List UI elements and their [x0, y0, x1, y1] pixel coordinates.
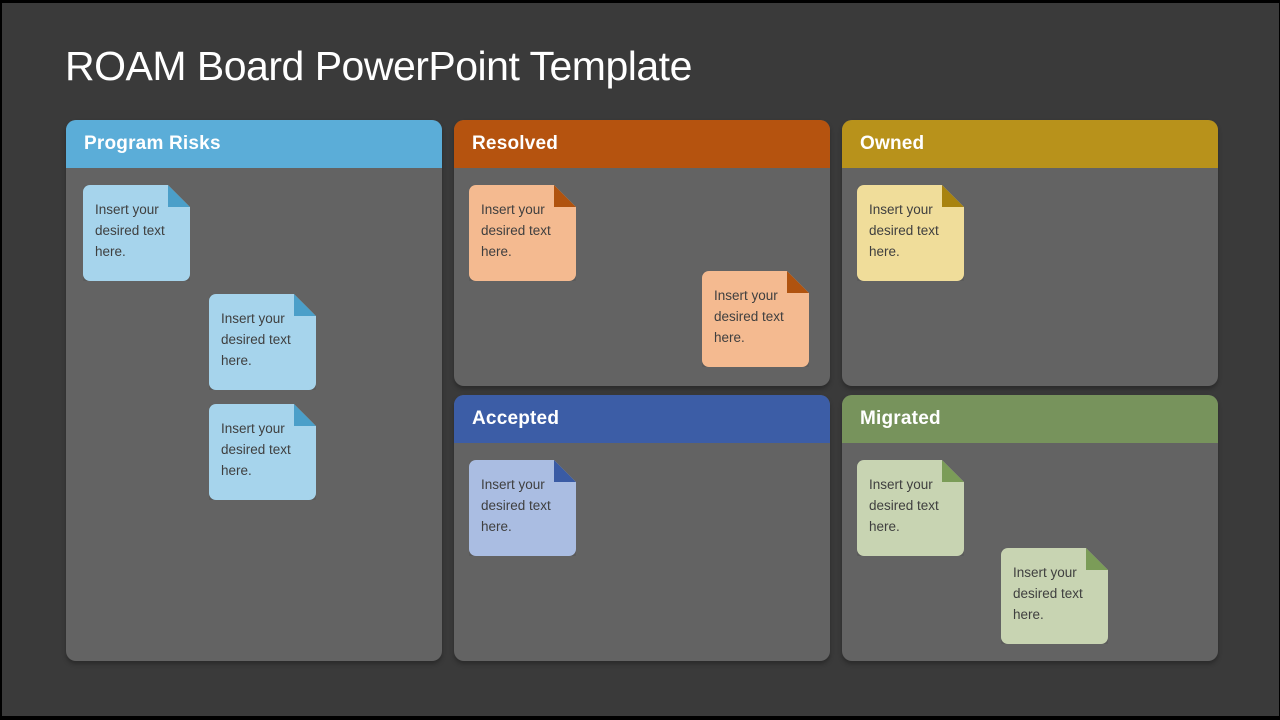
- note-text: Insert your desired text here.: [481, 477, 551, 534]
- panel-body-resolved: Insert your desired text here. Insert yo…: [454, 168, 830, 386]
- sticky-note[interactable]: Insert your desired text here.: [83, 185, 190, 281]
- sticky-note[interactable]: Insert your desired text here.: [702, 271, 809, 367]
- note-text: Insert your desired text here.: [869, 202, 939, 259]
- folded-corner-icon: [168, 185, 190, 207]
- note-text: Insert your desired text here.: [95, 202, 165, 259]
- sticky-note[interactable]: Insert your desired text here.: [857, 460, 964, 556]
- panel-accepted: Accepted Insert your desired text here.: [454, 395, 830, 661]
- folded-corner-icon: [942, 185, 964, 207]
- folded-corner-icon: [942, 460, 964, 482]
- note-text: Insert your desired text here.: [869, 477, 939, 534]
- sticky-note[interactable]: Insert your desired text here.: [1001, 548, 1108, 644]
- note-text: Insert your desired text here.: [221, 421, 291, 478]
- folded-corner-icon: [554, 185, 576, 207]
- panel-title: Owned: [860, 133, 925, 154]
- panel-owned: Owned Insert your desired text here.: [842, 120, 1218, 386]
- panel-title: Migrated: [860, 408, 941, 429]
- note-text: Insert your desired text here.: [221, 311, 291, 368]
- note-text: Insert your desired text here.: [714, 288, 784, 345]
- panel-resolved: Resolved Insert your desired text here. …: [454, 120, 830, 386]
- panel-body-accepted: Insert your desired text here.: [454, 443, 830, 661]
- panel-body-owned: Insert your desired text here.: [842, 168, 1218, 386]
- sticky-note[interactable]: Insert your desired text here.: [469, 460, 576, 556]
- panel-program-risks: Program Risks Insert your desired text h…: [66, 120, 442, 661]
- note-text: Insert your desired text here.: [1013, 565, 1083, 622]
- panel-header-program-risks: Program Risks: [66, 120, 442, 168]
- folded-corner-icon: [554, 460, 576, 482]
- note-text: Insert your desired text here.: [481, 202, 551, 259]
- panel-header-owned: Owned: [842, 120, 1218, 168]
- slide-title: ROAM Board PowerPoint Template: [65, 43, 692, 89]
- sticky-note[interactable]: Insert your desired text here.: [469, 185, 576, 281]
- folded-corner-icon: [787, 271, 809, 293]
- panel-body-migrated: Insert your desired text here. Insert yo…: [842, 443, 1218, 661]
- panel-title: Resolved: [472, 133, 559, 154]
- panel-title: Program Risks: [84, 133, 221, 154]
- sticky-note[interactable]: Insert your desired text here.: [209, 404, 316, 500]
- folded-corner-icon: [294, 294, 316, 316]
- slide-canvas: ROAM Board PowerPoint Template Program R…: [2, 3, 1279, 716]
- panel-migrated: Migrated Insert your desired text here. …: [842, 395, 1218, 661]
- panel-header-resolved: Resolved: [454, 120, 830, 168]
- sticky-note[interactable]: Insert your desired text here.: [857, 185, 964, 281]
- panel-title: Accepted: [472, 408, 560, 429]
- panel-header-migrated: Migrated: [842, 395, 1218, 443]
- sticky-note[interactable]: Insert your desired text here.: [209, 294, 316, 390]
- folded-corner-icon: [294, 404, 316, 426]
- folded-corner-icon: [1086, 548, 1108, 570]
- panel-body-program-risks: Insert your desired text here. Insert yo…: [66, 168, 442, 661]
- panel-header-accepted: Accepted: [454, 395, 830, 443]
